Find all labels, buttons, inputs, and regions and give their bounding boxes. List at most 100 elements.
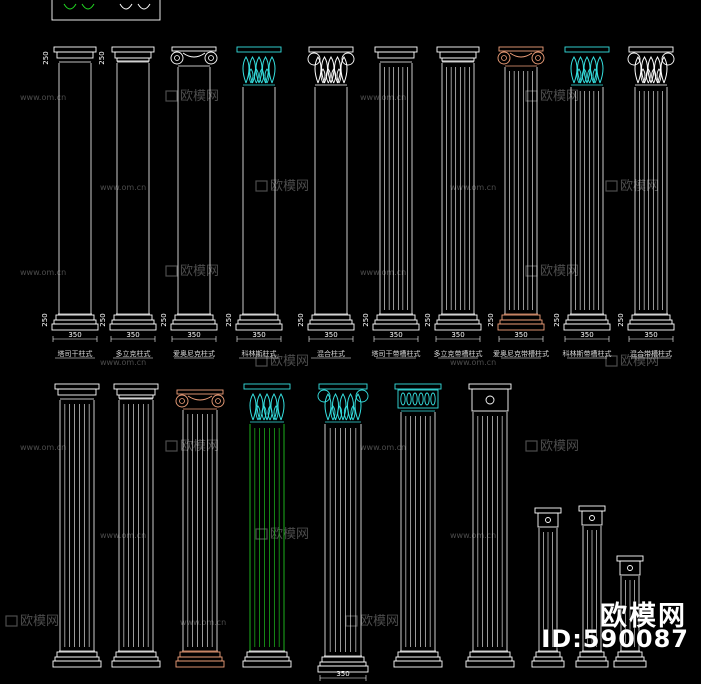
capital-abacus (628, 46, 674, 53)
volute-right-icon (355, 389, 369, 403)
column-base (531, 650, 565, 668)
band-ornament-icon (418, 392, 424, 406)
base-plinth (170, 323, 218, 331)
dimension-width-label: 350 (451, 331, 464, 339)
capital-block (537, 512, 559, 528)
volute-left-icon (175, 394, 189, 408)
base-torus (321, 656, 365, 663)
column-capital (111, 46, 155, 63)
rosette-icon (485, 395, 495, 405)
watermark-logo-icon (165, 90, 178, 102)
watermark-brand: 欧模网 (270, 354, 309, 369)
watermark-url: www.om.cn (100, 531, 146, 540)
capital-abacus (318, 383, 368, 390)
column-capital (497, 46, 545, 67)
column-capital (436, 46, 480, 63)
acanthus-leaf-icon (255, 405, 261, 421)
acanthus-leaf-icon (350, 405, 356, 421)
capital-abacus (236, 46, 282, 53)
column-base (109, 313, 157, 331)
capital-abacus (498, 46, 544, 52)
watermark-logo-icon (345, 615, 358, 627)
acanthus-leaf-icon (634, 56, 642, 84)
volute-right-icon (341, 52, 355, 66)
cropped-ornament-icon (119, 3, 151, 10)
column (393, 383, 443, 668)
base-torus (631, 314, 671, 321)
watermark-brand: 欧模网 (540, 439, 579, 454)
watermark-brand: 欧模网 (360, 614, 399, 629)
watermark-logo-icon (165, 440, 178, 452)
watermark-brand: 欧模网 (180, 89, 219, 104)
watermark-brand: 欧模网 (180, 439, 219, 454)
dimension-base-label: 250 (99, 313, 107, 326)
column-base (52, 650, 102, 668)
dimension-width-label: 350 (514, 331, 527, 339)
watermark-stamp: 欧模网 (345, 614, 399, 629)
column-order-label: 科林斯带槽柱式 (563, 349, 612, 358)
column (175, 389, 225, 668)
capital-necking (116, 57, 150, 62)
watermark-url: www.om.cn (20, 443, 66, 452)
dimension-width-label: 350 (580, 331, 593, 339)
acanthus-leaf-icon (339, 393, 347, 421)
acanthus-leaf-icon (583, 56, 591, 84)
base-scotia (54, 656, 100, 662)
watermark-stamp: www.om.cn (360, 93, 406, 102)
cropped-frame (51, 0, 161, 21)
watermark-url: www.om.cn (20, 93, 66, 102)
watermark-logo-icon (255, 528, 268, 540)
watermark-stamp: www.om.cn (20, 93, 66, 102)
column-base (111, 650, 161, 668)
column-base (434, 313, 482, 331)
column-base (242, 650, 292, 668)
acanthus-leaf-icon (325, 68, 331, 84)
dimension-width-label: 350 (644, 331, 657, 339)
base-scotia (577, 656, 607, 662)
column-capital (317, 383, 369, 423)
column-base (465, 650, 515, 668)
acanthus-leaf-icon (340, 56, 348, 84)
column (627, 46, 675, 331)
capital-abacus (374, 46, 418, 53)
base-scotia (113, 656, 159, 662)
column-base (563, 313, 611, 331)
watermark-stamp: www.om.cn (20, 443, 66, 452)
column (434, 46, 482, 331)
column-capital (236, 46, 282, 86)
watermark-logo-icon (525, 440, 538, 452)
rosette-icon (627, 565, 633, 571)
column (575, 505, 609, 668)
base-plinth (627, 323, 675, 331)
acanthus-leaf-icon (320, 68, 326, 84)
base-plinth (393, 660, 443, 668)
band-ornament-icon (406, 392, 412, 406)
base-plinth (613, 660, 647, 668)
base-plinth (531, 660, 565, 668)
capital-block (619, 560, 641, 576)
dimension-capital-label: 250 (98, 51, 106, 64)
capital-abacus (468, 383, 512, 390)
column-capital (468, 383, 512, 412)
band-ornament-icon (412, 392, 418, 406)
acanthus-leaf-icon (267, 405, 273, 421)
capital-abacus (111, 46, 155, 53)
column-order-label: 科林斯柱式 (242, 349, 277, 358)
column-order-label: 塔司干柱式 (58, 349, 93, 358)
dimension-width-label: 350 (126, 331, 139, 339)
watermark-layer: www.om.cn 欧模网 www.om.cn 欧模网 www.om.cn 欧模网 www.… (5, 89, 659, 629)
column-capital (307, 46, 355, 86)
watermark-stamp: 欧模网 (255, 527, 309, 542)
volute-right-icon (661, 52, 675, 66)
brand-watermark-id: ID:590087 (541, 625, 689, 653)
column-base (235, 313, 283, 331)
column (613, 555, 647, 668)
watermark-brand: 欧模网 (180, 264, 219, 279)
capital-abacus (578, 505, 606, 512)
watermark-url: www.om.cn (360, 93, 406, 102)
